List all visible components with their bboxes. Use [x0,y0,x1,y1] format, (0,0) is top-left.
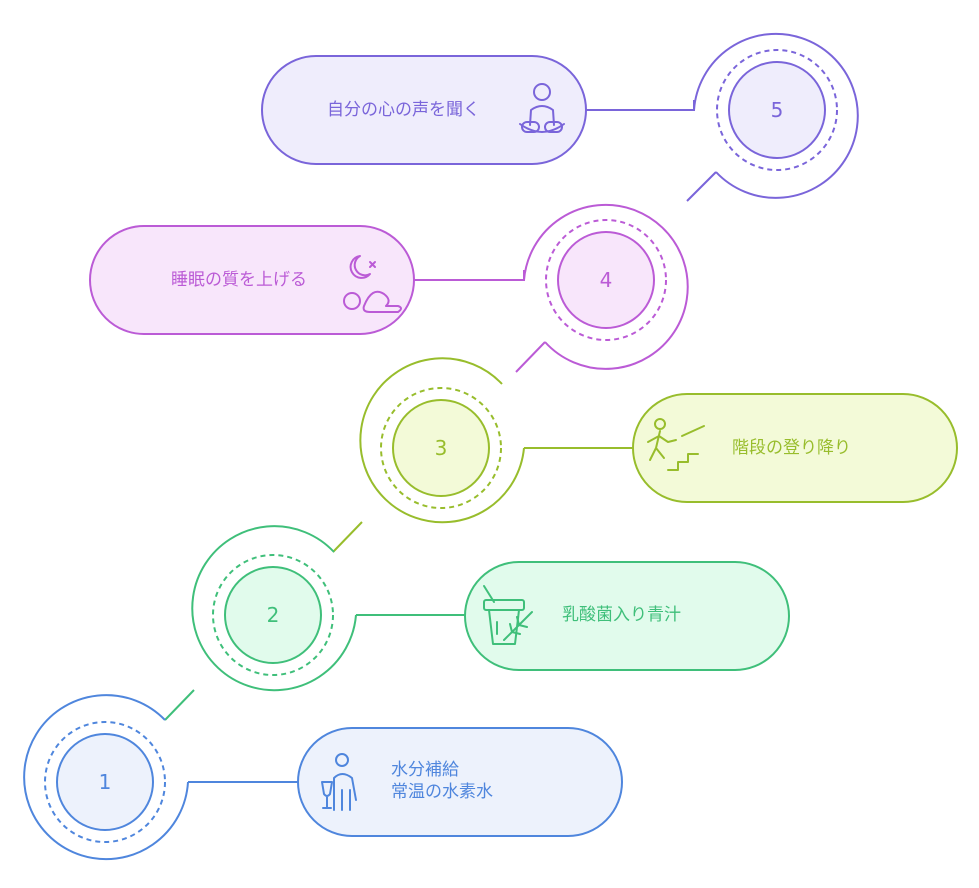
step-5-number: 5 [771,98,784,122]
step-3: 3 [332,357,958,553]
step-3-dashed-ring [380,387,502,509]
step-5-outer-arc [693,32,859,199]
step-3-label: 階段の登り降り [732,437,851,459]
step-5-dashed-ring [716,49,838,171]
step-3-number-circle [392,399,490,497]
step-1: 1 [23,694,623,861]
step-3-outer-arc [359,357,525,524]
step-5-connector-diag [686,171,717,202]
step-2: 2 [164,525,790,721]
step-2-pill [464,561,790,671]
step-4-connector [414,270,525,281]
step-5-number-circle [728,61,826,159]
step-4-label-text: 睡眠の質を上げる [171,270,307,290]
step-3-label-text: 階段の登り降り [732,438,851,458]
step-5-label: 自分の心の声を聞く [327,99,480,121]
step-2-number: 2 [267,603,280,627]
step-2-label: 乳酸菌入り青汁 [562,604,681,626]
step-4-pill [89,225,415,335]
step-5: 5 [261,32,859,202]
step-1-dashed-ring [44,721,166,843]
step-1-label: 水分補給 常温の水素水 [391,759,493,803]
step-1-pill [297,727,623,837]
step-3-pill [632,393,958,503]
step-2-dashed-ring [212,554,334,676]
step-2-label-text: 乳酸菌入り青汁 [562,605,681,625]
step-5-connector [586,100,695,111]
meditation-icon [519,83,565,133]
step-1-number: 1 [99,770,112,794]
step-3-number: 3 [435,436,448,460]
step-4-number: 4 [600,268,613,292]
step-4-label: 睡眠の質を上げる [171,269,307,291]
step-5-label-text: 自分の心の声を聞く [327,100,480,120]
step-2-number-circle [224,566,322,664]
step-2-connector-diag [164,689,195,721]
step-4-number-circle [557,231,655,329]
step-4: 4 [89,203,689,373]
step-1-label-line2: 常温の水素水 [391,782,493,802]
person-water-glass-icon [321,753,357,811]
step-4-dashed-ring [545,219,667,341]
stairs-climber-icon [647,418,705,471]
step-1-label-line1: 水分補給 [391,760,459,780]
step-1-outer-arc [23,694,189,861]
step-4-connector-diag [515,341,546,373]
step-1-number-circle [56,733,154,831]
step-4-outer-arc [523,203,689,370]
moon-sleep-icon [343,255,402,313]
step-3-connector-diag [332,521,363,553]
green-juice-cup-icon [483,585,533,645]
step-2-outer-arc [191,525,357,692]
step-5-pill [261,55,587,165]
